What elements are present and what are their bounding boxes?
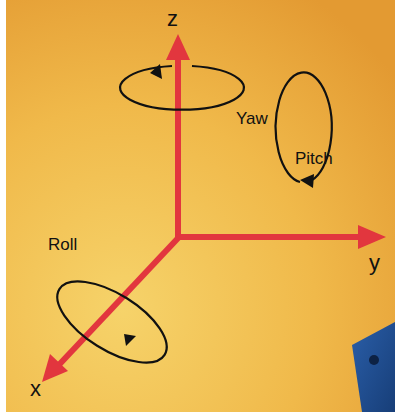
axis-label: y (369, 252, 380, 274)
arrowhead (166, 34, 190, 60)
arrowhead (42, 354, 68, 382)
background (6, 0, 395, 412)
rotation-arrowhead (150, 64, 162, 79)
rotation-label: Yaw (236, 110, 268, 127)
y-axis (175, 234, 364, 240)
rotation-arrowhead (300, 174, 314, 188)
axis-label: x (30, 378, 41, 400)
rotation-label: Pitch (295, 150, 333, 167)
bolt-hole (369, 355, 379, 365)
z-axis (175, 52, 181, 240)
axis-label: z (167, 8, 178, 30)
rotation-label: Roll (48, 236, 77, 253)
blue-object (352, 322, 395, 412)
x-axis (56, 236, 180, 368)
roll-ellipse (45, 265, 180, 378)
rotation-arrowhead (124, 334, 136, 346)
arrowhead (358, 225, 386, 249)
yaw-ellipse (120, 66, 244, 110)
